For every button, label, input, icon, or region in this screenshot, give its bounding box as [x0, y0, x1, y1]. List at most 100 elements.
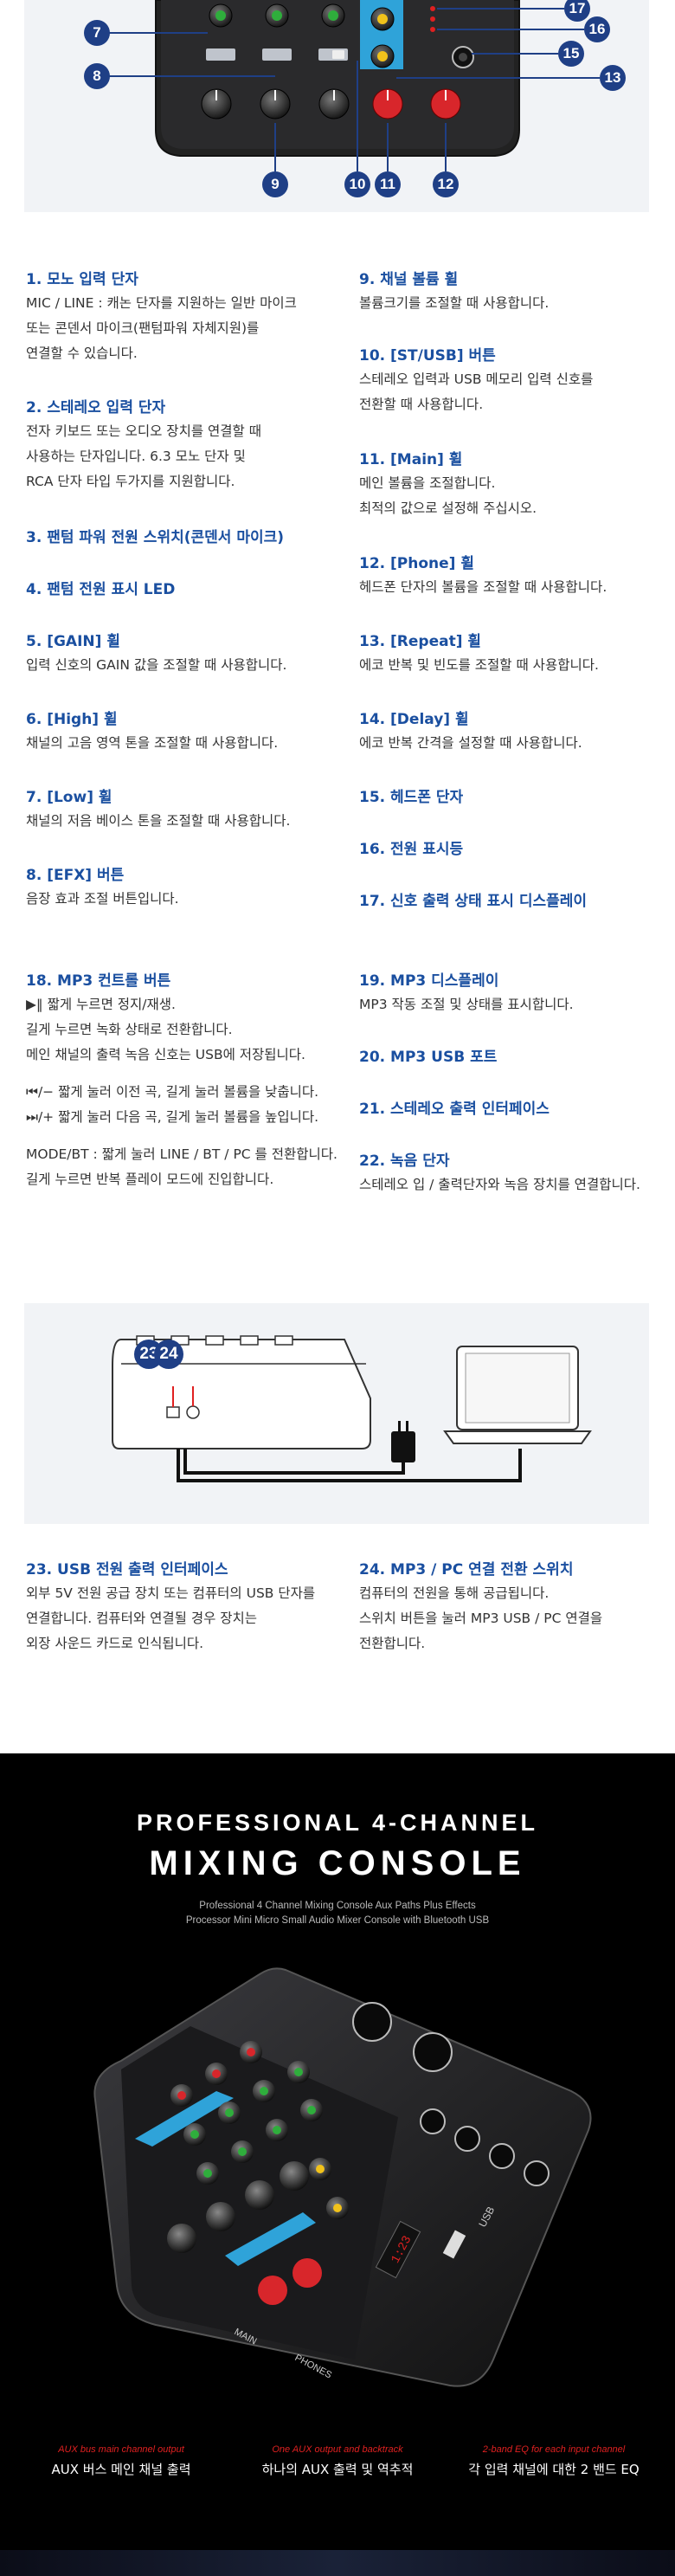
feature-caption-aux-bus: AUX bus main channel output AUX 버스 메인 채널…: [13, 2442, 229, 2480]
feature-title: 12. [Phone] 휠: [359, 555, 475, 572]
feature-item-21: 21. 스테레오 출력 인터페이스: [359, 1098, 671, 1120]
feature-item-3: 3. 팬텀 파워 전원 스위치(콘덴서 마이크): [26, 526, 338, 549]
mixer-knobs: [167, 2041, 349, 2305]
mixer-top-panel-illustration: [108, 0, 600, 171]
feature-item-22: 22. 녹음 단자 스테레오 입 / 출력단자와 녹음 장치를 연결합니다.: [359, 1150, 671, 1198]
feature-item-1: 1. 모노 입력 단자 MIC / LINE : 캐논 단자를 지원하는 일반 …: [26, 268, 338, 366]
feature-title: 11. [Main] 휠: [359, 451, 463, 468]
feature-item-8: 8. [EFX] 버튼 음장 효과 조절 버튼입니다.: [26, 864, 338, 912]
feature-desc: 음장 효과 조절 버튼입니다.: [26, 891, 179, 907]
feature-list-right: 9. 채널 볼륨 휠 볼륨크기를 조절할 때 사용합니다. 10. [ST/US…: [359, 268, 671, 926]
efx-button-2[interactable]: [262, 48, 292, 61]
feature-desc: 채널의 저음 베이스 톤을 조절할 때 사용합니다.: [26, 813, 291, 829]
feature-item-5: 5. [GAIN] 휠 입력 신호의 GAIN 값을 조절할 때 사용합니다.: [26, 630, 338, 678]
feature-desc: 전자 키보드 또는 오디오 장치를 연결할 때 사용하는 단자입니다. 6.3 …: [26, 423, 261, 489]
callout-9: 9: [262, 171, 288, 197]
feature-item-24: 24. MP3 / PC 연결 전환 스위치 컴퓨터의 전원을 통해 공급됩니다…: [359, 1559, 671, 1680]
callout-16: 16: [584, 16, 610, 42]
feature-item-4: 4. 팬텀 전원 표시 LED: [26, 578, 338, 601]
feature-caption-ko: AUX 버스 메인 채널 출력: [51, 2462, 191, 2477]
connection-illustration: [112, 1335, 592, 1482]
feature-desc: 입력 신호의 GAIN 값을 조절할 때 사용합니다.: [26, 657, 287, 673]
feature-desc: MP3 작동 조절 및 상태를 표시합니다.: [359, 997, 574, 1012]
feature-desc: 에코 반복 간격을 설정할 때 사용합니다.: [359, 735, 582, 751]
feature-item-13: 13. [Repeat] 휠 에코 반복 및 빈도를 조절할 때 사용합니다.: [359, 630, 671, 678]
promo-subline: Professional 4 Channel Mixing Console Au…: [185, 1901, 490, 1926]
feature-title: 4. 팬텀 전원 표시 LED: [26, 581, 176, 598]
feature-caption-ko: 각 입력 채널에 대한 2 밴드 EQ: [468, 2462, 640, 2477]
feature-item-11: 11. [Main] 휠 메인 볼륨을 조절합니다. 최적의 값으로 설정해 주…: [359, 449, 671, 521]
feature-item-15: 15. 헤드폰 단자: [359, 786, 671, 809]
feature-item-6: 6. [High] 휠 채널의 고음 영역 톤을 조절할 때 사용합니다.: [26, 708, 338, 756]
feature-item-12: 12. [Phone] 휠 헤드폰 단자의 볼륨을 조절할 때 사용합니다.: [359, 552, 671, 600]
callout-24: 24: [154, 1340, 183, 1369]
mixer-controls-figure: 7 8 9 10 11 12 13 15 16 17: [0, 0, 675, 216]
feature-title: 17. 신호 출력 상태 표시 디스플레이: [359, 893, 588, 910]
mixer-product-image: 1:23 USB MAIN PHONES: [93, 1967, 592, 2387]
feature-caption-eq: 2-band EQ for each input channel 각 입력 채널…: [446, 2442, 662, 2480]
efx-button-1[interactable]: [206, 48, 235, 61]
callout-13: 13: [600, 65, 626, 91]
feature-desc: ▶‖ 짧게 누르면 정지/재생. 길게 누르면 녹화 상태로 전환합니다. 메인…: [26, 997, 305, 1062]
feature-item-17: 17. 신호 출력 상태 표시 디스플레이: [359, 890, 671, 913]
feature-title: 18. MP3 컨트롤 버튼: [26, 972, 171, 990]
callout-11: 11: [375, 171, 401, 197]
feature-desc: 컴퓨터의 전원을 통해 공급됩니다. 스위치 버튼을 눌러 MP3 USB / …: [359, 1585, 603, 1651]
feature-desc: 볼륨크기를 조절할 때 사용합니다.: [359, 295, 550, 311]
feature-title: 23. USB 전원 출력 인터페이스: [26, 1561, 228, 1579]
connection-figure: 23 24: [24, 1303, 649, 1524]
feature-title: 16. 전원 표시등: [359, 841, 464, 858]
feature-desc: 메인 볼륨을 조절합니다. 최적의 값으로 설정해 주십시오.: [359, 475, 537, 516]
callout-17: 17: [564, 0, 590, 22]
feature-title: 8. [EFX] 버튼: [26, 867, 125, 884]
feature-item-14: 14. [Delay] 휠 에코 반복 간격을 설정할 때 사용합니다.: [359, 708, 671, 756]
feature-item-16: 16. 전원 표시등: [359, 838, 671, 861]
feature-title: 5. [GAIN] 휠: [26, 633, 120, 650]
feature-title: 9. 채널 볼륨 휠: [359, 271, 459, 288]
feature-title: 10. [ST/USB] 버튼: [359, 347, 496, 365]
callout-12: 12: [433, 171, 459, 197]
feature-desc: 외부 5V 전원 공급 장치 또는 컴퓨터의 USB 단자를 연결합니다. 컴퓨…: [26, 1585, 316, 1651]
feature-item-18: 18. MP3 컨트롤 버튼 ▶‖ 짧게 누르면 정지/재생. 길게 누르면 녹…: [26, 970, 338, 1192]
mixer-input-jacks: [352, 2002, 550, 2186]
feature-title: 20. MP3 USB 포트: [359, 1049, 498, 1066]
mp3-controls-right: 19. MP3 디스플레이 MP3 작동 조절 및 상태를 표시합니다. 20.…: [359, 970, 671, 1230]
bottom-image-strip: [0, 2550, 675, 2576]
st-usb-button[interactable]: [332, 50, 344, 59]
feature-desc: MIC / LINE : 캐논 단자를 지원하는 일반 마이크 또는 콘덴서 마…: [26, 295, 297, 361]
feature-item-20: 20. MP3 USB 포트: [359, 1046, 671, 1068]
callout-8: 8: [84, 63, 110, 89]
feature-title: 24. MP3 / PC 연결 전환 스위치: [359, 1561, 574, 1579]
next-button-desc: ⏭/+ 짧게 눌러 다음 곡, 길게 눌러 볼륨을 높입니다.: [26, 1109, 319, 1125]
feature-item-19: 19. MP3 디스플레이 MP3 작동 조절 및 상태를 표시합니다.: [359, 970, 671, 1017]
feature-caption-aux-output: One AUX output and backtrack 하나의 AUX 출력 …: [229, 2442, 446, 2480]
callout-10: 10: [344, 171, 370, 197]
feature-item-2: 2. 스테레오 입력 단자 전자 키보드 또는 오디오 장치를 연결할 때 사용…: [26, 397, 338, 494]
mode-button-desc: MODE/BT : 짧게 눌러 LINE / BT / PC 를 전환합니다. …: [26, 1146, 338, 1187]
callout-15: 15: [558, 41, 584, 67]
feature-item-7: 7. [Low] 휠 채널의 저음 베이스 톤을 조절할 때 사용합니다.: [26, 786, 338, 834]
feature-caption-en: AUX bus main channel output: [58, 2444, 184, 2455]
feature-item-9: 9. 채널 볼륨 휠 볼륨크기를 조절할 때 사용합니다.: [359, 268, 671, 316]
promo-headline-main: MIXING CONSOLE: [149, 1844, 526, 1882]
callout-lines: [108, 8, 600, 171]
feature-desc: 스테레오 입 / 출력단자와 녹음 장치를 연결합니다.: [359, 1177, 640, 1192]
feature-desc: 에코 반복 및 빈도를 조절할 때 사용합니다.: [359, 657, 599, 673]
feature-caption-en: One AUX output and backtrack: [272, 2444, 403, 2455]
feature-title: 3. 팬텀 파워 전원 스위치(콘덴서 마이크): [26, 529, 285, 546]
feature-desc: 헤드폰 단자의 볼륨을 조절할 때 사용합니다.: [359, 579, 608, 595]
promo-headline-top: PROFESSIONAL 4-CHANNEL: [136, 1810, 539, 1836]
feature-desc: 스테레오 입력과 USB 메모리 입력 신호를 전환할 때 사용합니다.: [359, 371, 594, 412]
feature-desc: 채널의 고음 영역 톤을 조절할 때 사용합니다.: [26, 735, 279, 751]
feature-caption-ko: 하나의 AUX 출력 및 역추적: [261, 2462, 414, 2477]
feature-title: 2. 스테레오 입력 단자: [26, 399, 166, 416]
feature-title: 1. 모노 입력 단자: [26, 271, 138, 288]
feature-list-left: 1. 모노 입력 단자 MIC / LINE : 캐논 단자를 지원하는 일반 …: [26, 268, 338, 926]
feature-item-23: 23. USB 전원 출력 인터페이스 외부 5V 전원 공급 장치 또는 컴퓨…: [26, 1559, 338, 1680]
feature-item-10: 10. [ST/USB] 버튼 스테레오 입력과 USB 메모리 입력 신호를 …: [359, 345, 671, 417]
usb-port: [442, 2230, 466, 2259]
feature-title: 13. [Repeat] 휠: [359, 633, 482, 650]
mp3-display: [375, 2220, 421, 2279]
volume-knobs-row: [201, 88, 461, 119]
